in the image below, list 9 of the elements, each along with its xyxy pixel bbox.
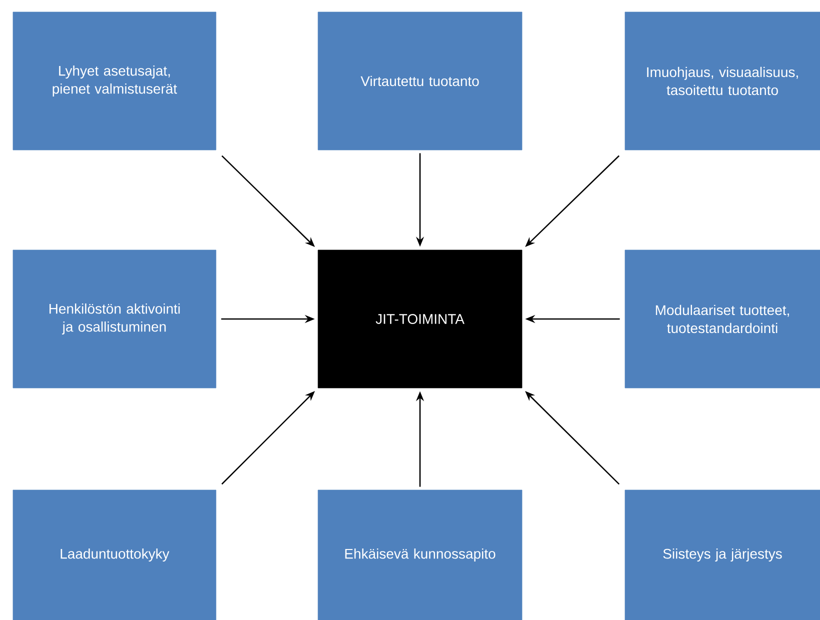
factor-box: Lyhyet asetusajat, pienet valmistuserät [12,12,216,150]
center-box: JIT-TOIMINTA [318,250,522,388]
factor-box: Henkilöstön aktivointi ja osallistuminen [12,250,216,388]
factor-box: Imuohjaus, visuaalisuus, tasoitettu tuotanto [624,12,820,150]
factor-box: Virtautettu tuotanto [318,12,522,150]
factor-box: Laaduntuottokyky [12,490,216,620]
factor-box: Ehkäisevä kunnossapito [318,490,522,620]
factor-box: Siisteys ja järjestys [624,490,820,620]
factor-box: Modulaariset tuotteet, tuotestandardointi [624,250,820,388]
